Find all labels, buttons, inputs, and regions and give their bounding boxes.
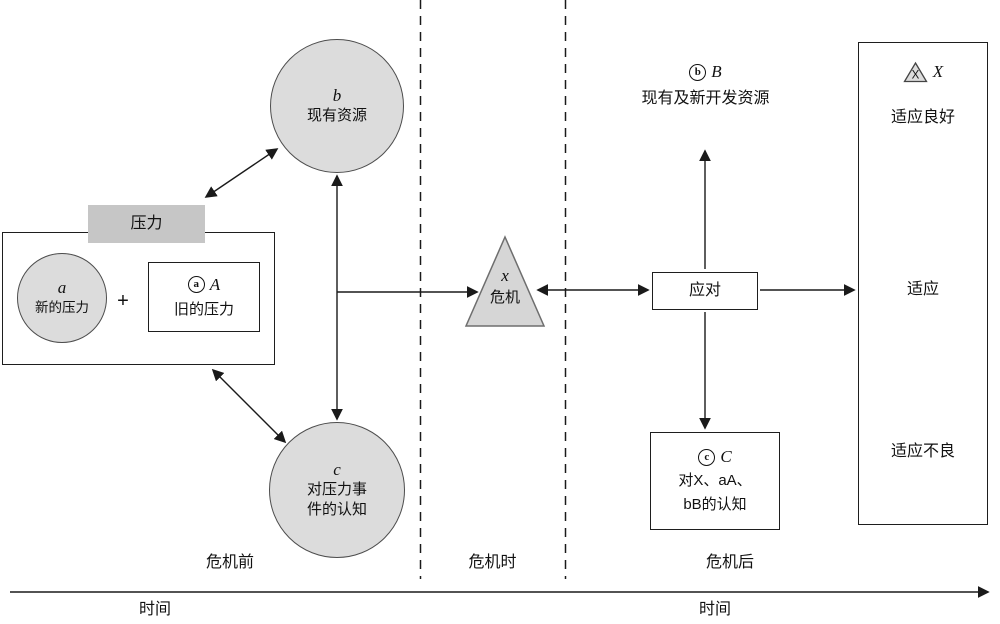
circle-c-letter: c (333, 460, 341, 479)
old-stressor-label: 旧的压力 (173, 300, 234, 318)
outcome-letter: X (932, 62, 944, 81)
phase-label-pre-crisis: 危机前 (205, 554, 254, 571)
circle-c-label-line1: 对压力事 (306, 481, 367, 498)
perception-box: c C 对X、aA、 bB的认知 (650, 432, 780, 530)
coping-label: 应对 (688, 282, 721, 299)
outcome-header: X X (859, 61, 987, 83)
plus-sign: + (117, 289, 129, 312)
circle-c-perception: c 对压力事 件的认知 (269, 422, 405, 558)
circle-a-label: 新的压力 (35, 300, 89, 315)
crisis-label: 危机 (489, 289, 520, 306)
circle-c-label-line2: 件的认知 (306, 501, 367, 518)
adaptation-panel: X X 适应良好 适应 适应不良 (858, 42, 988, 525)
outcome-triangle-icon: X (903, 61, 928, 83)
outcome-triangle-x: X (911, 70, 919, 82)
crisis-triangle-labels: x 危机 (470, 266, 540, 308)
old-stressor-letter: A (209, 274, 221, 294)
coping-box: 应对 (652, 272, 758, 310)
phase-label-during-crisis: 危机时 (468, 554, 517, 571)
maladaptation-label: 适应不良 (890, 443, 955, 460)
outcome-triangle-shape (903, 61, 928, 83)
old-stressor-box: a A 旧的压力 (148, 262, 260, 332)
stressor-tag: 压力 (88, 205, 205, 243)
crisis-triangle (464, 235, 546, 327)
time-label-left: 时间 (138, 601, 171, 618)
circle-b-letter: b (332, 86, 342, 105)
new-resources-block: b B 现有及新开发资源 (608, 62, 803, 110)
badge-c-icon: c (698, 448, 716, 466)
badge-a-icon: a (187, 276, 205, 293)
perception-label-line2: bB的认知 (683, 496, 747, 513)
phase-label-post-crisis: 危机后 (705, 554, 754, 571)
arrow-stressor-perception (211, 368, 287, 444)
perception-label-line1: 对X、aA、 (678, 472, 752, 489)
stressor-tag-label: 压力 (130, 215, 163, 232)
crisis-letter: x (501, 266, 509, 285)
bonadaptation-label: 适应良好 (890, 109, 955, 126)
new-resources-label: 现有及新开发资源 (641, 90, 770, 107)
new-resources-letter: B (711, 62, 722, 81)
circle-a-letter: a (57, 278, 67, 297)
time-label-right: 时间 (698, 601, 731, 618)
circle-a-new-stressor: a 新的压力 (17, 253, 107, 343)
circle-b-label: 现有资源 (306, 107, 367, 124)
arrow-stressor-resources (204, 148, 279, 198)
perception-letter: C (720, 447, 732, 466)
adaptation-label: 适应 (906, 281, 939, 298)
circle-b-existing-resources: b 现有资源 (270, 39, 404, 173)
badge-b-icon: b (689, 63, 707, 81)
